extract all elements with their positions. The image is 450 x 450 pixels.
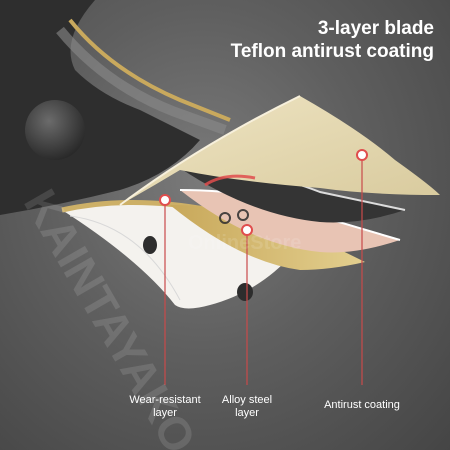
label-alloy-steel-layer: Alloy steel layer	[221, 394, 273, 419]
callout-marker-antirust	[356, 149, 368, 161]
callout-marker-wear	[159, 194, 171, 206]
label-antirust-coating: Antirust coating	[324, 399, 400, 411]
label-wear-resistant-layer: Wear-resistant layer	[129, 394, 201, 419]
headline: 3-layer blade Teflon antirust coating	[231, 18, 434, 64]
antirust-coating-layer	[120, 96, 440, 205]
watermark-store: OnlineStore	[188, 232, 302, 254]
upper-blade-edge	[68, 18, 231, 122]
callout-marker-alloy	[241, 224, 253, 236]
logo-mark	[204, 174, 256, 224]
steel-layer	[180, 168, 405, 223]
pivot-bolt	[25, 100, 85, 160]
shear-body	[0, 0, 200, 215]
alloy-steel-layer	[180, 190, 400, 253]
headline-line-1: 3-layer blade	[317, 18, 434, 39]
blade-hole-1	[143, 236, 157, 254]
blade-hole-2	[237, 283, 253, 301]
headline-line-2: Teflon antirust coating	[230, 40, 434, 62]
